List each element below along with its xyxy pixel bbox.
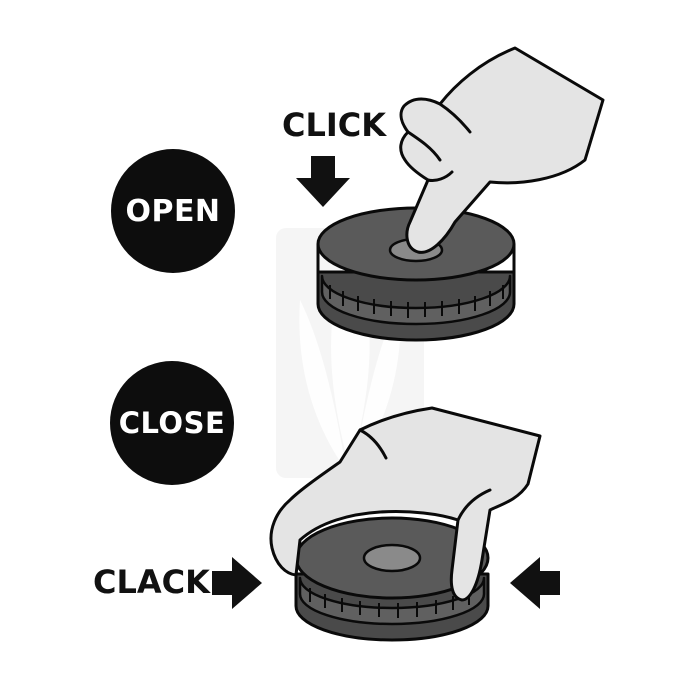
- clack-label: CLACK: [93, 563, 210, 601]
- open-badge: OPEN: [111, 149, 235, 273]
- close-badge: CLOSE: [110, 361, 234, 485]
- open-badge-label: OPEN: [125, 193, 221, 229]
- left-arrow-icon: [510, 557, 560, 609]
- click-label: CLICK: [282, 106, 387, 144]
- pointing-hand-icon: [399, 46, 605, 254]
- down-arrow-icon: [296, 156, 350, 207]
- gripping-hand-icon: [269, 406, 542, 602]
- container-bottom: [294, 516, 490, 642]
- close-badge-label: CLOSE: [118, 406, 226, 440]
- right-arrow-icon: [212, 557, 262, 609]
